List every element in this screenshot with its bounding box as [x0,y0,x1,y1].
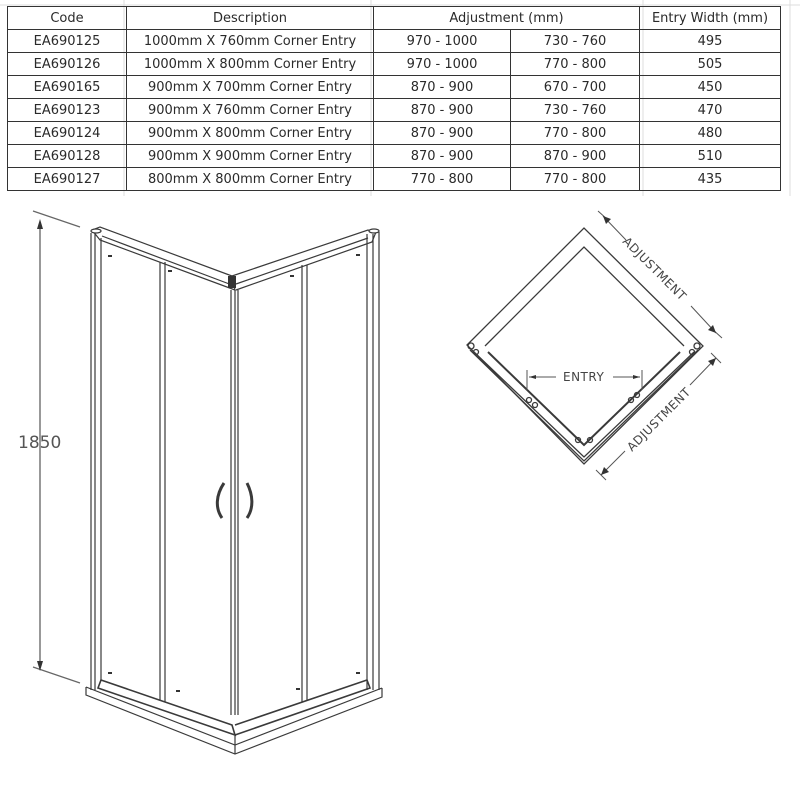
height-label: 1850 [18,433,61,453]
cell-description: 900mm X 800mm Corner Entry [126,121,374,145]
plan-entry-label: ENTRY [563,370,604,384]
header-code: Code [7,6,127,30]
cell-code: EA690127 [7,167,127,191]
header-description: Description [126,6,374,30]
handle-left-icon [215,482,226,519]
cell-code: EA690124 [7,121,127,145]
cell-adjustment-a: 870 - 900 [373,75,511,99]
handle-right-icon [245,482,254,519]
cell-entry-width: 510 [639,144,781,168]
cell-entry-width: 450 [639,75,781,99]
specification-table: Code Description Adjustment (mm) Entry W… [7,6,781,191]
cell-description: 1000mm X 800mm Corner Entry [126,52,374,76]
cell-adjustment-b: 670 - 700 [510,75,640,99]
cell-description: 800mm X 800mm Corner Entry [126,167,374,191]
cell-adjustment-a: 770 - 800 [373,167,511,191]
cell-entry-width: 435 [639,167,781,191]
height-dimension [32,210,81,684]
cell-code: EA690128 [7,144,127,168]
cell-code: EA690125 [7,29,127,53]
cell-adjustment-b: 770 - 800 [510,121,640,145]
plan-view [466,210,723,481]
cell-description: 1000mm X 760mm Corner Entry [126,29,374,53]
cell-entry-width: 470 [639,98,781,122]
cell-description: 900mm X 700mm Corner Entry [126,75,374,99]
header-entry-width: Entry Width (mm) [639,6,781,30]
elevation-view [32,210,383,755]
cell-adjustment-a: 970 - 1000 [373,29,511,53]
table-header-row: Code Description Adjustment (mm) Entry W… [7,6,781,30]
cell-adjustment-b: 770 - 800 [510,167,640,191]
cell-adjustment-a: 970 - 1000 [373,52,511,76]
cell-adjustment-a: 870 - 900 [373,144,511,168]
cell-description: 900mm X 760mm Corner Entry [126,98,374,122]
